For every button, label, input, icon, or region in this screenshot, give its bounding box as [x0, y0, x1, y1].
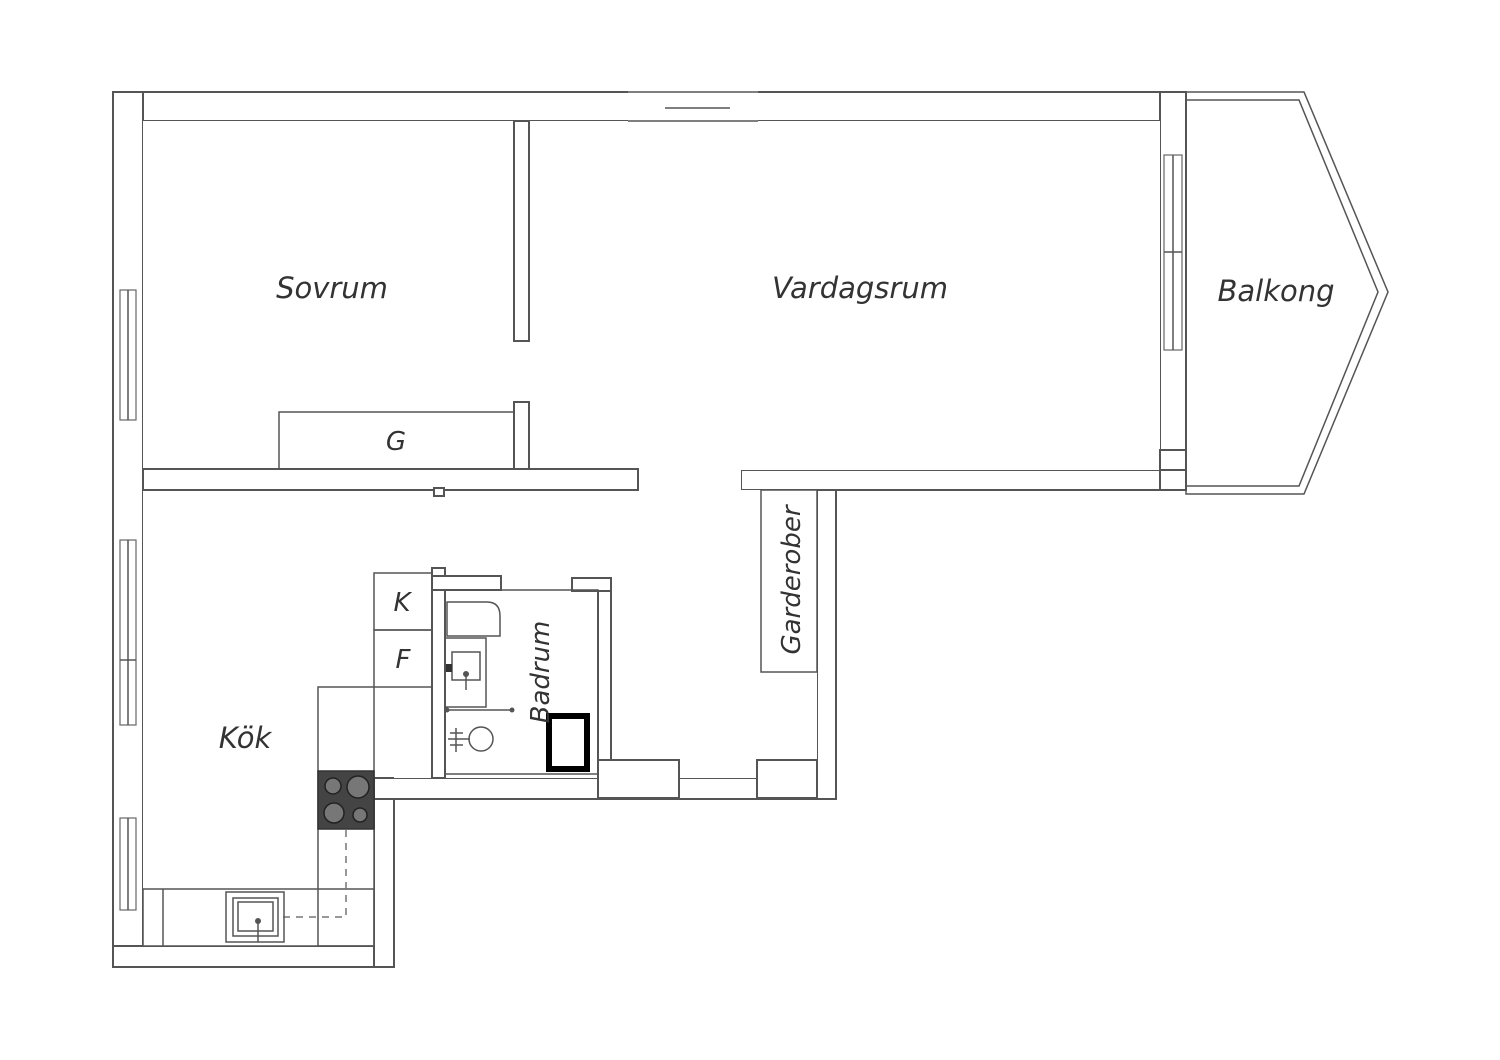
garderober-closet	[760, 489, 818, 673]
bathroom	[431, 567, 818, 799]
kitchen-sink-icon	[225, 891, 285, 943]
windows	[119, 90, 1183, 911]
label-badrum: Badrum	[526, 621, 556, 724]
label-wardrobe-g: G	[386, 427, 406, 457]
room-floors	[143, 121, 1160, 946]
washbasin-icon	[444, 601, 501, 708]
label-garderober: Garderober	[777, 503, 807, 654]
wardrobe-g	[278, 411, 515, 470]
interior-walls	[142, 120, 1187, 497]
toilet-icon	[546, 713, 590, 772]
label-kyl: K	[393, 588, 412, 618]
label-vardagsrum: Vardagsrum	[772, 271, 948, 305]
label-kok: Kök	[219, 721, 273, 755]
shower-icon	[444, 707, 515, 752]
label-sovrum: Sovrum	[276, 271, 388, 305]
balcony	[1185, 91, 1389, 495]
label-frys: F	[396, 645, 412, 675]
stove-icon	[317, 770, 375, 830]
label-balkong: Balkong	[1217, 274, 1334, 308]
